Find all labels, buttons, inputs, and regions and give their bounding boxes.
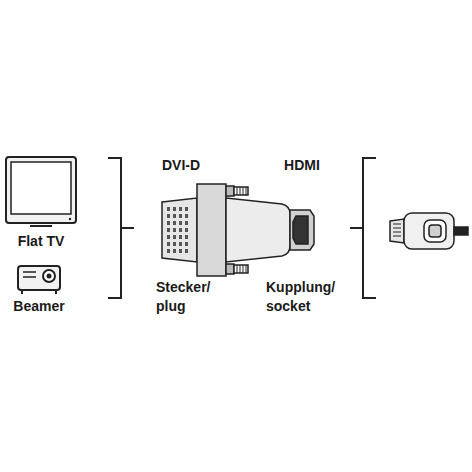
text-label: Kupplung/ socket bbox=[266, 278, 335, 316]
text-label: Flat TV bbox=[18, 232, 65, 251]
text-label: Stecker/ plug bbox=[156, 278, 210, 316]
hdmi-cable bbox=[390, 213, 468, 249]
text-label: HDMI bbox=[284, 156, 320, 175]
text-label: DVI-D bbox=[162, 156, 200, 175]
tv-icon bbox=[6, 157, 76, 226]
beamer-icon bbox=[18, 266, 60, 294]
bracket bbox=[108, 158, 376, 298]
adapter-drawing bbox=[162, 184, 314, 276]
text-label: Beamer bbox=[13, 297, 64, 316]
